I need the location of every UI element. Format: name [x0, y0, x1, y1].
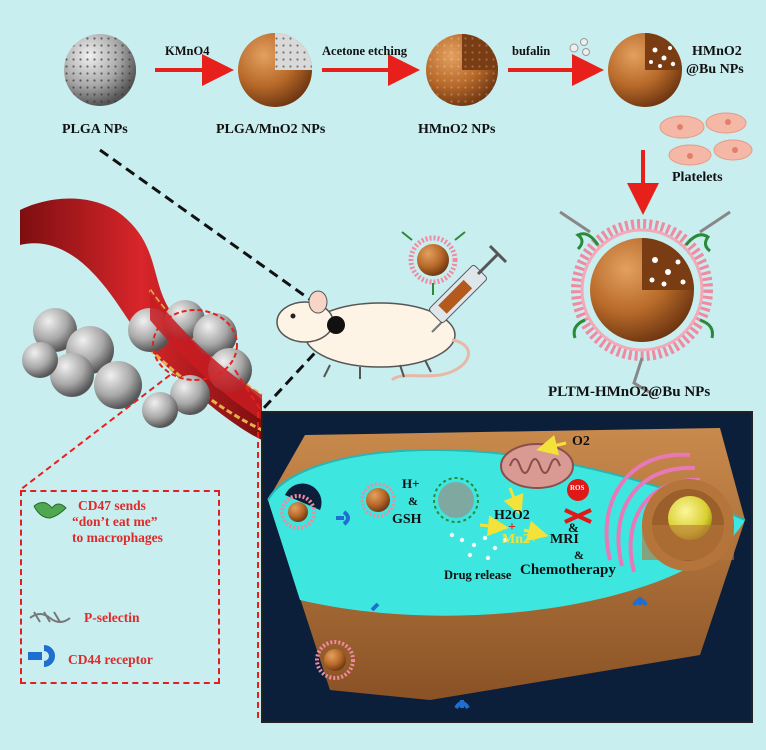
cell-o2: O2 — [572, 434, 590, 449]
label-bufalin: bufalin — [512, 44, 551, 58]
mouse-illustration — [276, 290, 470, 382]
cell-gsh: GSH — [392, 512, 422, 527]
arrow-mri — [523, 520, 549, 542]
drug-release-dots — [449, 532, 508, 561]
outside-nanoparticle-1 — [280, 494, 316, 530]
hmno2-nanoparticle — [426, 34, 498, 106]
legend-cd47-icon — [33, 502, 67, 519]
tumor-site-marker — [327, 316, 345, 334]
tumor-cells-cluster — [22, 290, 262, 428]
arrow-mn — [479, 515, 509, 537]
cd44-receptors — [336, 510, 648, 710]
cell-amp-3: & — [574, 548, 584, 562]
ros-skull-icon — [564, 479, 592, 524]
label-hmno2-bu-2: @Bu NPs — [686, 62, 744, 77]
label-hmno2: HMnO2 NPs — [418, 122, 496, 137]
bufalin-molecules-icon — [569, 38, 590, 56]
label-acetone: Acetone etching — [322, 44, 408, 58]
label-plga: PLGA NPs — [62, 122, 128, 137]
legend-cd44-icon — [28, 645, 55, 667]
cell-amp-1: & — [408, 494, 418, 508]
zoom-circle — [152, 309, 238, 381]
legend-pselectin-icon — [29, 611, 71, 623]
cell-mn: Mn2+ — [502, 532, 538, 547]
nucleus — [642, 479, 734, 571]
legend-cd44: CD44 receptor — [68, 652, 153, 667]
small-pltm-nanoparticle — [401, 231, 466, 295]
hmno2-bu-nanoparticle — [608, 33, 682, 107]
legend-cd47-2: “don’t eat me” — [72, 514, 158, 529]
label-kmno4: KMnO4 — [165, 44, 210, 58]
label-plga-mno2: PLGA/MnO2 NPs — [216, 122, 326, 137]
cell-ros: ROS — [570, 484, 585, 492]
cell-h-plus: H+ — [402, 476, 420, 491]
internalized-nanoparticles — [360, 477, 479, 523]
label-hmno2-bu-1: HMnO2 — [692, 44, 742, 59]
cell-plus: + — [508, 520, 516, 535]
cell-h2o2: H2O2 — [494, 508, 530, 523]
mitochondrion — [500, 443, 574, 489]
zoom-line-right — [234, 369, 263, 413]
cell-drug-release: Drug release — [444, 568, 512, 582]
syringe-icon — [429, 244, 508, 333]
cell-chemotherapy: Chemotherapy — [520, 562, 616, 578]
label-platelets: Platelets — [672, 170, 723, 185]
arrow-h2o2 — [503, 487, 524, 517]
legend-pselectin: P-selectin — [84, 610, 140, 625]
arrow-o2 — [536, 435, 567, 456]
zoom-line-left — [19, 374, 171, 491]
pltm-nanoparticle — [559, 210, 731, 397]
connector-to-mouse — [99, 148, 337, 320]
label-pltm: PLTM-HMnO2@Bu NPs — [548, 384, 711, 400]
legend-cd47-1: CD47 sends — [78, 498, 146, 513]
platelets-icon — [659, 112, 753, 166]
legend-cd47-3: to macrophages — [72, 530, 163, 545]
legend-box: CD47 sends “don’t eat me” to macrophages… — [20, 490, 220, 684]
cell-amp-2: & — [568, 520, 579, 535]
plga-mno2-nanoparticle — [238, 33, 312, 107]
plga-nanoparticle — [64, 34, 136, 106]
outside-nanoparticle-2 — [315, 640, 355, 680]
cell-mri: MRI — [550, 532, 579, 547]
